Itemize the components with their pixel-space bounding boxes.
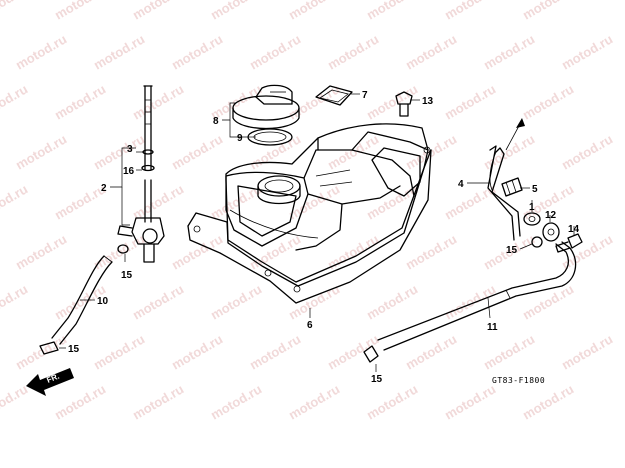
watermark-text: motod.ru — [13, 131, 69, 172]
watermark-text: motod.ru — [91, 31, 147, 72]
watermark-text: motod.ru — [520, 281, 576, 322]
watermark-text: motod.ru — [13, 331, 69, 372]
callout-15-bracket: 15 — [506, 245, 518, 256]
callout-15-tube: 15 — [68, 344, 80, 355]
callout-2: 2 — [101, 183, 107, 194]
watermark-text: motod.ru — [0, 281, 30, 322]
watermark-text: motod.ru — [442, 0, 498, 23]
tube-clip-a — [117, 244, 129, 254]
watermark-text: motod.ru — [130, 181, 186, 222]
drawing-code: GT83-F1800 — [492, 376, 545, 385]
watermark-text: motod.ru — [481, 131, 537, 172]
watermark-text: motod.ru — [0, 181, 30, 222]
fuel-tank — [187, 123, 432, 304]
watermark-text: motod.ru — [208, 0, 264, 23]
callout-13: 13 — [422, 96, 434, 107]
callout-6: 6 — [307, 320, 313, 331]
watermark-text: motod.ru — [520, 381, 576, 422]
watermark-text: motod.ru — [520, 0, 576, 23]
watermark-text: motod.ru — [325, 31, 381, 72]
watermark-text: motod.ru — [208, 181, 264, 222]
fuel-cock-assembly — [117, 85, 165, 263]
watermark-text: motod.ru — [52, 0, 108, 23]
callout-3: 3 — [127, 144, 133, 155]
callout-15-cock: 15 — [121, 270, 133, 281]
fuel-tube — [51, 255, 113, 345]
tube-clip-b — [39, 341, 59, 355]
watermark-text: motod.ru — [169, 31, 225, 72]
watermark-text: motod.ru — [52, 181, 108, 222]
assembly-direction-arrow — [505, 118, 525, 151]
cushion — [501, 177, 523, 197]
watermark-text: motod.ru — [169, 331, 225, 372]
watermark-text: motod.ru — [481, 31, 537, 72]
leader-lines — [59, 93, 575, 372]
watermark-text: motod.ru — [481, 331, 537, 372]
watermark-text: motod.ru — [13, 231, 69, 272]
callout-11: 11 — [487, 322, 498, 333]
watermark-text: motod.ru — [130, 381, 186, 422]
watermark-text: motod.ru — [325, 131, 381, 172]
watermark-text: motod.ru — [52, 81, 108, 122]
watermark-text: motod.ru — [442, 181, 498, 222]
watermark-text: motod.ru — [364, 281, 420, 322]
collar — [523, 212, 541, 226]
watermark-text: motod.ru — [247, 331, 303, 372]
callout-15-breather: 15 — [371, 374, 383, 385]
breather-tube — [377, 241, 577, 351]
callout-10: 10 — [97, 296, 109, 307]
bolt-14 — [555, 233, 583, 253]
watermark-text: motod.ru — [559, 31, 615, 72]
watermark-text: motod.ru — [0, 381, 30, 422]
watermark-text: motod.ru — [403, 231, 459, 272]
watermark-text: motod.ru — [520, 81, 576, 122]
watermark-text: motod.ru — [130, 0, 186, 23]
watermark-text: motod.ru — [403, 31, 459, 72]
watermark-text: motod.ru — [247, 31, 303, 72]
watermark-text: motod.ru — [208, 281, 264, 322]
nut-12 — [542, 222, 560, 242]
callout-5: 5 — [532, 184, 538, 195]
watermark-text: motod.ru — [0, 0, 30, 23]
watermark-text: motod.ru — [13, 31, 69, 72]
callout-4: 4 — [458, 179, 464, 190]
rubber-pad — [315, 85, 353, 106]
callout-16: 16 — [123, 166, 135, 177]
callout-1: 1 — [529, 202, 535, 213]
watermark-text: motod.ru — [286, 0, 342, 23]
watermark-text: motod.ru — [559, 131, 615, 172]
callout-12: 12 — [545, 210, 557, 221]
watermark-text: motod.ru — [91, 331, 147, 372]
front-direction-arrow: FR. — [26, 368, 74, 396]
callout-14: 14 — [568, 224, 580, 235]
watermark-text: motod.ru — [403, 331, 459, 372]
callout-labels: 3 16 2 15 10 15 8 9 7 13 6 4 5 1 12 14 1… — [68, 90, 580, 385]
watermark-text: motod.ru — [364, 0, 420, 23]
watermark-text: motod.ru — [286, 381, 342, 422]
tube-clip-d — [531, 236, 543, 248]
watermark-text: motod.ru — [442, 381, 498, 422]
watermark-text: motod.ru — [364, 381, 420, 422]
watermark-text: motod.ru — [208, 381, 264, 422]
watermark-text: motod.ru — [247, 231, 303, 272]
watermark-text: motod.ru — [169, 131, 225, 172]
callout-9: 9 — [237, 133, 243, 144]
watermark-text: motod.ru — [247, 131, 303, 172]
callout-8: 8 — [213, 116, 219, 127]
callout-7: 7 — [362, 90, 368, 101]
tank-bracket — [487, 145, 521, 241]
watermark-layer: motod.ru motod.ru motod.ru motod.ru motod.ru… — [0, 0, 615, 423]
watermark-text: motod.ru — [559, 331, 615, 372]
watermark-text: motod.ru — [130, 81, 186, 122]
watermark-text: motod.ru — [442, 81, 498, 122]
front-arrow-label: FR. — [45, 372, 60, 385]
watermark-text: motod.ru — [52, 381, 108, 422]
watermark-text: motod.ru — [325, 331, 381, 372]
watermark-text: motod.ru — [364, 81, 420, 122]
watermark-text: motod.ru — [130, 281, 186, 322]
watermark-text: motod.ru — [0, 81, 30, 122]
tube-clip-c — [363, 345, 379, 363]
